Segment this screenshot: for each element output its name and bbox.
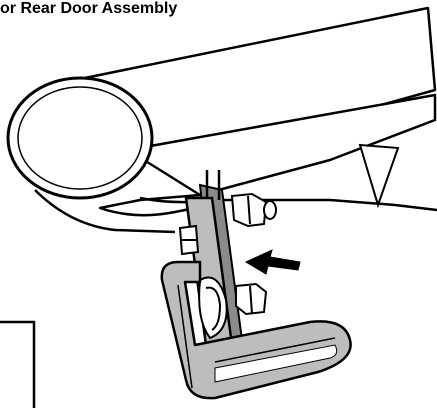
page-title: or Rear Door Assembly: [0, 0, 178, 17]
bolt-upper-right: [230, 192, 277, 228]
tube-rail: [73, 6, 437, 217]
tube-side-strut: [358, 143, 400, 209]
tube-end-rim: [17, 86, 143, 190]
l-bracket: [160, 260, 352, 400]
l-bracket-inner-edge: [177, 284, 336, 389]
bolt-middle: [235, 282, 268, 316]
pivot-spring: [198, 276, 228, 340]
l-bracket-highlight: [214, 344, 338, 383]
bolt-upper-left: [178, 224, 200, 256]
frame-box-edge: [0, 320, 36, 408]
tube-underside-curve: [34, 189, 176, 234]
tube-end-cap: [6, 76, 154, 200]
arrow-left-icon: [244, 249, 301, 275]
